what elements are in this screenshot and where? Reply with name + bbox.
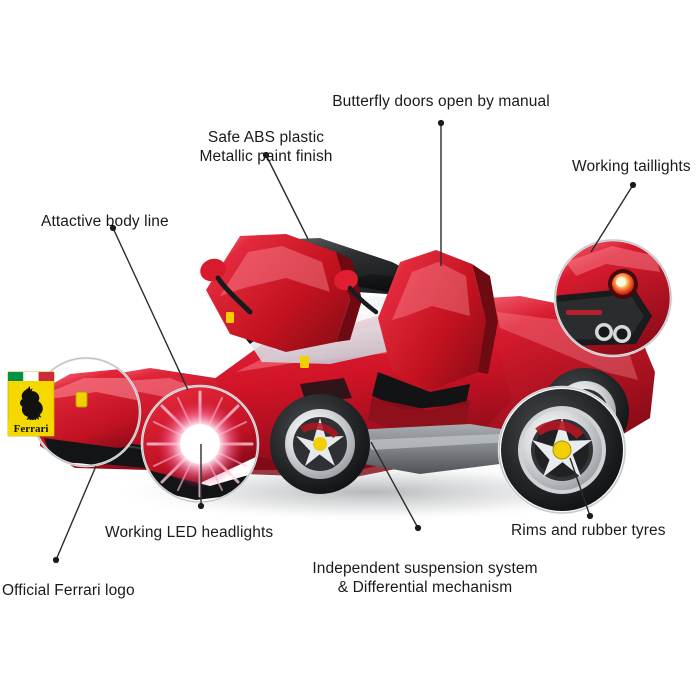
body-badge-a (300, 356, 309, 368)
callout-led-headlights: Working LED headlights (105, 524, 274, 541)
magnifier-wheel-zoom (497, 385, 627, 515)
ferrari-wordmark: Ferrari (14, 423, 49, 435)
callout-rims-tyres: Rims and rubber tyres (511, 522, 666, 539)
rear-side-mirror (334, 269, 379, 315)
magnifier-headlight-zoom (140, 384, 260, 504)
front-side-mirror (200, 258, 253, 315)
magnifier-taillight-zoom (553, 238, 673, 358)
left-butterfly-door (206, 234, 438, 352)
callout-suspension: Independent suspension system & Differen… (312, 560, 538, 596)
leader-taillights (590, 184, 634, 253)
leader-dots (52, 119, 637, 564)
right-butterfly-door (372, 250, 498, 410)
leader-rims-tyres (569, 457, 591, 517)
leader-abs-plastic (265, 154, 309, 240)
body-badge-b (226, 312, 234, 323)
leader-ferrari-logo (55, 465, 97, 561)
wheel-hub-badge (313, 437, 327, 451)
callout-ferrari-logo: Official Ferrari logo (2, 582, 135, 599)
ferrari-shield-badge: Ferrari (7, 371, 55, 437)
callout-body-line: Attactive body line (41, 213, 169, 230)
leader-body-line (112, 227, 189, 391)
callout-abs-plastic: Safe ABS plastic Metallic paint finish (199, 129, 333, 165)
leader-suspension (370, 441, 419, 529)
leader-lines (55, 123, 634, 561)
callout-butterfly-doors: Butterfly doors open by manual (332, 93, 550, 110)
callout-taillights: Working taillights (572, 158, 691, 175)
front-wheel (270, 394, 370, 494)
